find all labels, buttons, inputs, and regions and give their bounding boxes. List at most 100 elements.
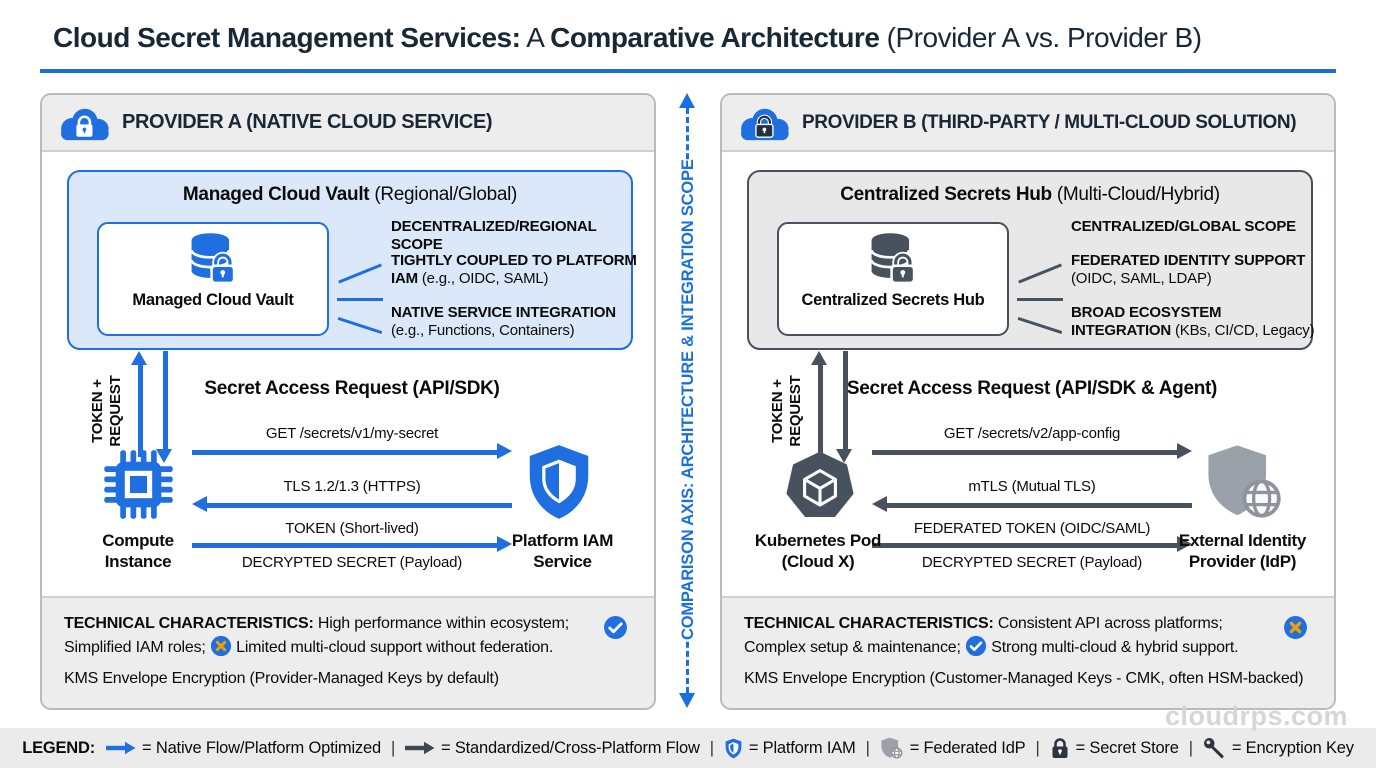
page-title-normal-1: A xyxy=(520,22,551,53)
token-request-label: TOKEN +REQUEST xyxy=(89,375,124,447)
legend-item: = Platform IAM xyxy=(724,738,856,759)
feature-item: CENTRALIZED/GLOBAL SCOPE xyxy=(1071,218,1296,235)
axis-arrowhead-down xyxy=(679,693,695,708)
feature-item: TIGHTLY COUPLED TO PLATFORM IAM (e.g., O… xyxy=(391,252,637,288)
legend-item: = Native Flow/Platform Optimized xyxy=(106,739,381,758)
flow-arrow-left xyxy=(872,496,1192,512)
hub-card-label: Centralized Secrets Hub xyxy=(801,291,985,309)
feature-connector-line xyxy=(1018,263,1062,284)
kubernetes-pod-label: Kubernetes Pod(Cloud X) xyxy=(754,531,882,571)
page-title-normal-2: (Provider A vs. Provider B) xyxy=(879,22,1202,53)
flow-arrow-right xyxy=(192,536,512,552)
flow-section-title: Secret Access Request (API/SDK) xyxy=(204,378,500,399)
legend-title: LEGEND: xyxy=(22,738,96,757)
feature-item: DECENTRALIZED/REGIONAL SCOPE xyxy=(391,218,597,254)
axis-arrowhead-up xyxy=(679,93,695,108)
kms-encryption-text: KMS Envelope Encryption (Provider-Manage… xyxy=(64,670,499,687)
database-lock-icon xyxy=(870,233,916,285)
vault-title-normal: (Regional/Global) xyxy=(369,184,518,205)
legend-separator: | xyxy=(1188,738,1193,757)
x-circle-icon xyxy=(1283,615,1308,640)
page-title: Cloud Secret Management Services: A Comp… xyxy=(53,22,1202,54)
legend-item: = Encryption Key xyxy=(1203,737,1354,760)
request-down-arrow xyxy=(836,351,852,463)
compute-instance-chip-icon xyxy=(102,448,175,521)
cloud-lock-icon xyxy=(736,104,792,144)
panel-provider-a: PROVIDER A (NATIVE CLOUD SERVICE) Manage… xyxy=(40,93,656,710)
managed-cloud-vault-box: Managed Cloud Vault (Regional/Global) Ma… xyxy=(67,170,637,350)
request-down-arrow xyxy=(156,351,172,463)
flow-label-decrypted: DECRYPTED SECRET (Payload) xyxy=(921,554,1143,571)
platform-iam-shield-icon xyxy=(725,738,742,758)
panel-b-title: PROVIDER B (THIRD-PARTY / MULTI-CLOUD SO… xyxy=(802,112,1297,133)
hub-title-normal: (Multi-Cloud/Hybrid) xyxy=(1051,184,1220,205)
secret-store-lock-icon xyxy=(1052,738,1068,758)
page-title-bold-2: Comparative Architecture xyxy=(550,22,880,53)
hub-box-title: Centralized Secrets Hub (Multi-Cloud/Hyb… xyxy=(749,184,1311,206)
kubernetes-pod-icon xyxy=(782,448,858,524)
legend-separator: | xyxy=(390,738,396,757)
kms-encryption-text: KMS Envelope Encryption (Customer-Manage… xyxy=(744,670,1304,687)
flow-label-token: TOKEN (Short-lived) xyxy=(285,520,419,537)
platform-iam-shield-icon xyxy=(524,443,594,521)
database-lock-icon xyxy=(190,233,236,285)
vault-card-label: Managed Cloud Vault xyxy=(132,291,294,309)
cloud-lock-icon xyxy=(56,104,112,144)
flow-arrow-right xyxy=(872,536,1192,552)
watermark: cloudrps.com xyxy=(1164,701,1348,731)
legend-item: = Secret Store xyxy=(1050,737,1179,759)
flow-label-decrypted: DECRYPTED SECRET (Payload) xyxy=(241,554,463,571)
flow-arrow-right xyxy=(192,443,512,459)
token-up-arrow xyxy=(131,351,147,457)
comparison-axis-label: COMPARISON AXIS: ARCHITECTURE & INTEGRAT… xyxy=(675,159,701,640)
vault-box-title: Managed Cloud Vault (Regional/Global) xyxy=(69,184,631,206)
technical-characteristics-text: TECHNICAL CHARACTERISTICS: High performa… xyxy=(64,615,569,657)
cross-platform-flow-arrow-icon xyxy=(405,741,435,755)
token-up-arrow xyxy=(811,351,827,457)
external-idp-shield-globe-icon xyxy=(1204,443,1286,523)
flow-label-mtls: mTLS (Mutual TLS) xyxy=(968,478,1096,495)
federated-idp-shield-icon xyxy=(881,737,903,759)
panel-a-title: PROVIDER A (NATIVE CLOUD SERVICE) xyxy=(122,111,493,133)
feature-item: FEDERATED IDENTITY SUPPORT (OIDC, SAML, … xyxy=(1071,252,1306,288)
x-circle-icon xyxy=(210,635,232,657)
managed-cloud-vault-card: Managed Cloud Vault xyxy=(97,222,329,336)
feature-connector-line xyxy=(338,263,382,284)
panel-b-header: PROVIDER B (THIRD-PARTY / MULTI-CLOUD SO… xyxy=(722,95,1334,152)
flow-arrow-left xyxy=(192,496,512,512)
flow-arrow-right xyxy=(872,443,1192,459)
panel-a-footer: TECHNICAL CHARACTERISTICS: High performa… xyxy=(42,596,654,708)
flow-label-get: GET /secrets/v1/my-secret xyxy=(265,425,439,442)
legend-item: = Standardized/Cross-Platform Flow xyxy=(405,739,700,758)
page-title-bold-1: Cloud Secret Management Services: xyxy=(53,22,521,53)
encryption-key-icon xyxy=(1203,737,1224,759)
flow-section-title: Secret Access Request (API/SDK & Agent) xyxy=(846,378,1218,399)
vault-title-bold: Managed Cloud Vault xyxy=(182,184,370,205)
flow-label-tls: TLS 1.2/1.3 (HTTPS) xyxy=(283,478,421,495)
feature-item: NATIVE SERVICE INTEGRATION (e.g., Functi… xyxy=(391,304,616,340)
legend-separator: | xyxy=(709,738,714,757)
legend-item: = Federated IdP xyxy=(880,737,1026,760)
centralized-secrets-hub-card: Centralized Secrets Hub xyxy=(777,222,1009,336)
title-underline xyxy=(40,69,1336,73)
feature-connector-line xyxy=(337,316,383,334)
feature-connector-line xyxy=(1017,298,1063,301)
feature-connector-line xyxy=(1017,316,1063,334)
technical-characteristics-text: TECHNICAL CHARACTERISTICS: Consistent AP… xyxy=(744,615,1239,657)
panel-b-footer: TECHNICAL CHARACTERISTICS: Consistent AP… xyxy=(722,596,1334,708)
panel-provider-b: PROVIDER B (THIRD-PARTY / MULTI-CLOUD SO… xyxy=(720,93,1336,710)
token-request-label: TOKEN +REQUEST xyxy=(769,375,804,447)
native-flow-arrow-icon xyxy=(106,741,136,755)
panel-a-header: PROVIDER A (NATIVE CLOUD SERVICE) xyxy=(42,95,654,152)
legend-separator: | xyxy=(1035,738,1040,757)
check-circle-icon xyxy=(965,635,987,657)
flow-label-federated-token: FEDERATED TOKEN (OIDC/SAML) xyxy=(913,520,1151,537)
centralized-secrets-hub-box: Centralized Secrets Hub (Multi-Cloud/Hyb… xyxy=(747,170,1315,350)
legend-separator: | xyxy=(865,738,870,757)
legend-bar: LEGEND: = Native Flow/Platform Optimized… xyxy=(0,728,1376,768)
flow-label-get: GET /secrets/v2/app-config xyxy=(943,425,1121,442)
hub-title-bold: Centralized Secrets Hub xyxy=(840,184,1052,205)
